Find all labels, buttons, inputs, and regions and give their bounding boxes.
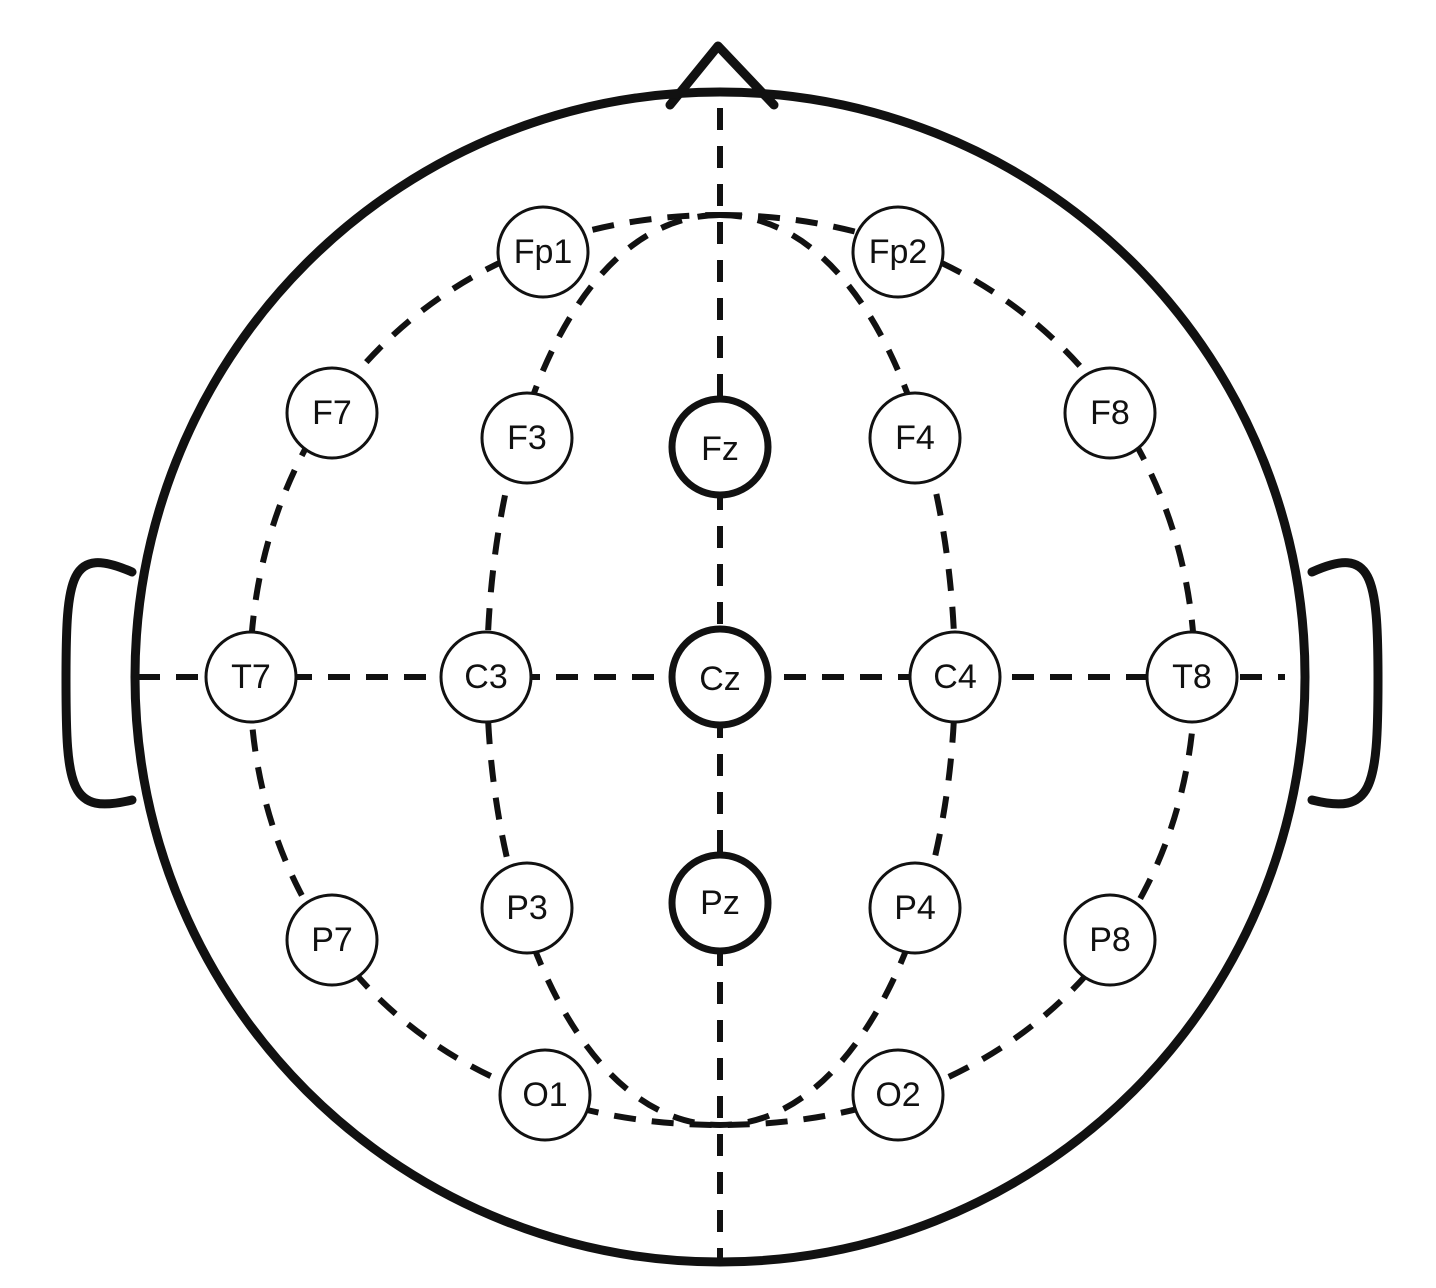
electrode-ring bbox=[668, 395, 772, 499]
electrode-fp1: Fp1 bbox=[496, 205, 590, 299]
electrode-label: F4 bbox=[895, 419, 935, 457]
electrode-label: Fp1 bbox=[514, 233, 573, 271]
electrode-t8: T8 bbox=[1145, 630, 1239, 724]
electrode-ring bbox=[496, 205, 590, 299]
electrode-label: P8 bbox=[1089, 921, 1131, 959]
electrode-ring bbox=[480, 861, 574, 955]
electrode-label: F3 bbox=[507, 419, 547, 457]
electrode-f7: F7 bbox=[285, 366, 379, 460]
electrode-o2: O2 bbox=[851, 1048, 945, 1142]
electrode-fz: Fz bbox=[668, 395, 772, 499]
electrode-c3: C3 bbox=[439, 630, 533, 724]
electrode-ring bbox=[498, 1048, 592, 1142]
electrode-label: C3 bbox=[464, 658, 507, 696]
electrode-t7: T7 bbox=[204, 630, 298, 724]
electrode-ring bbox=[668, 625, 772, 729]
inner-ellipse bbox=[483, 211, 959, 1129]
electrode-ring bbox=[868, 391, 962, 485]
electrode-ring bbox=[908, 630, 1002, 724]
electrode-ring bbox=[668, 851, 772, 955]
electrode-ring bbox=[851, 205, 945, 299]
electrode-ring bbox=[1063, 366, 1157, 460]
electrode-c4: C4 bbox=[908, 630, 1002, 724]
electrode-ring bbox=[480, 391, 574, 485]
electrode-ring bbox=[439, 630, 533, 724]
electrode-ring bbox=[285, 366, 379, 460]
electrode-ring bbox=[204, 630, 298, 724]
electrode-label: Cz bbox=[699, 660, 741, 698]
electrode-label: Fz bbox=[701, 430, 739, 468]
electrode-label: Fp2 bbox=[869, 233, 928, 271]
electrode-ring bbox=[1145, 630, 1239, 724]
electrode-label: P7 bbox=[311, 921, 353, 959]
electrode-ring bbox=[285, 893, 379, 987]
electrode-pz: Pz bbox=[668, 851, 772, 955]
right-ear bbox=[1307, 558, 1383, 809]
electrode-label: T8 bbox=[1172, 658, 1212, 696]
electrode-label: P3 bbox=[506, 889, 548, 927]
electrode-label: F8 bbox=[1090, 394, 1130, 432]
electrode-ring bbox=[851, 1048, 945, 1142]
electrode-label: Pz bbox=[700, 884, 740, 922]
electrode-label: C4 bbox=[933, 658, 976, 696]
electrode-ring bbox=[1063, 893, 1157, 987]
electrode-p8: P8 bbox=[1063, 893, 1157, 987]
electrode-label: O1 bbox=[522, 1076, 567, 1114]
electrode-p7: P7 bbox=[285, 893, 379, 987]
nose bbox=[665, 41, 779, 110]
electrode-o1: O1 bbox=[498, 1048, 592, 1142]
electrode-f3: F3 bbox=[480, 391, 574, 485]
electrode-f8: F8 bbox=[1063, 366, 1157, 460]
electrode-label: F7 bbox=[312, 394, 352, 432]
electrode-p3: P3 bbox=[480, 861, 574, 955]
left-ear bbox=[61, 558, 137, 809]
electrode-label: O2 bbox=[875, 1076, 920, 1114]
electrode-ring bbox=[868, 861, 962, 955]
electrode-cz: Cz bbox=[668, 625, 772, 729]
electrode-f4: F4 bbox=[868, 391, 962, 485]
electrode-label: P4 bbox=[894, 889, 936, 927]
electrode-fp2: Fp2 bbox=[851, 205, 945, 299]
electrode-label: T7 bbox=[231, 658, 271, 696]
electrode-p4: P4 bbox=[868, 861, 962, 955]
